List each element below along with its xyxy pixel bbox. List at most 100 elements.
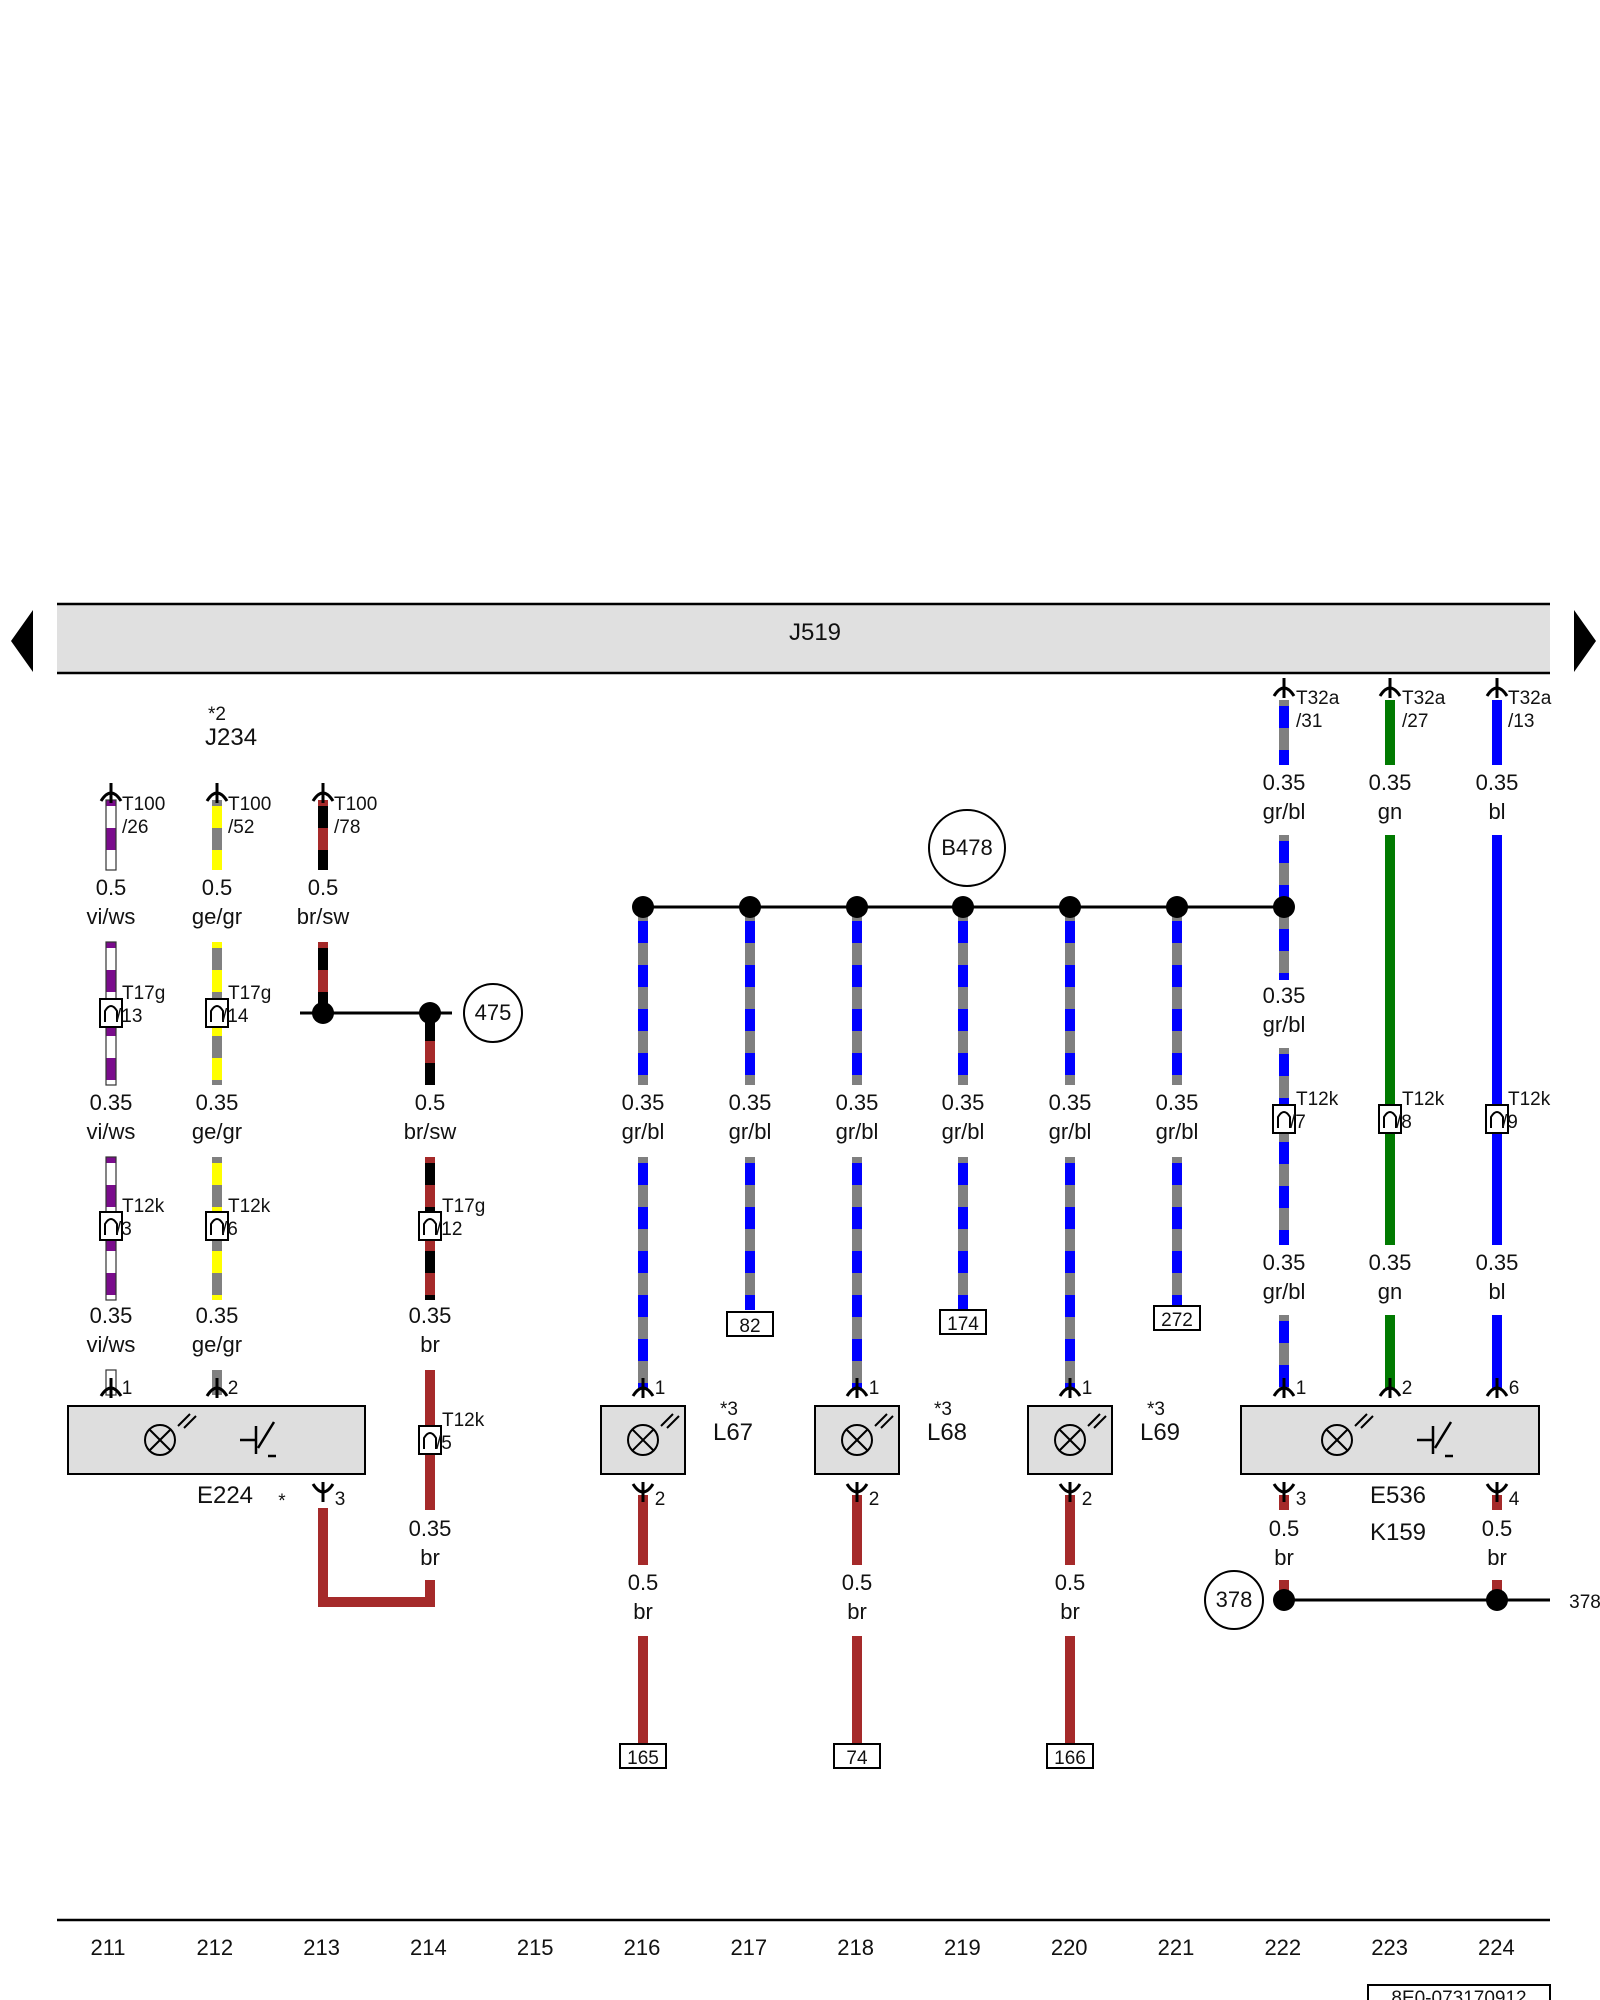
wire-size-w_ge_gr_035a: 0.35 [196,1090,239,1115]
wire-size-w_br_222: 0.5 [1269,1516,1300,1541]
connector-name-t12k_8: T12k [1402,1089,1445,1110]
bus-dot-220 [1059,896,1081,918]
inline-connector-symbol-t17g_14 [210,1005,224,1022]
l69-lamp-bulb [1054,1424,1086,1456]
splice-dot-213 [312,1002,334,1024]
column-number-224: 224 [1478,1935,1515,1960]
column-number-219: 219 [944,1935,981,1960]
splice-dot-222 [1273,1589,1295,1611]
connector-pin-t17g_12: /12 [436,1219,462,1240]
connector-pin-t17g_14: /14 [222,1006,249,1027]
ground-475-label: 475 [475,1000,512,1025]
connector-name-t12k_5: T12k [442,1410,485,1431]
wire-size-w_gn_223c: 0.35 [1369,1250,1412,1275]
column-number-220: 220 [1051,1935,1088,1960]
pin-l68-1: 1 [869,1378,880,1399]
wire-size-w_br_sw_05a: 0.5 [308,875,339,900]
ref-code-box [1367,1984,1551,2000]
l67-lamp-rays [660,1413,680,1429]
connector-name-t32a_31: T32a [1296,688,1340,709]
e536-switch-icon [1417,1421,1453,1458]
connector-pin-t12k_7: /7 [1290,1112,1306,1133]
bus-dot-217 [739,896,761,918]
column-number-217: 217 [730,1935,767,1960]
column-number-211: 211 [90,1935,125,1960]
link-82-label: 82 [739,1316,760,1337]
l69-note: *3 [1147,1399,1165,1420]
connector-name-t12k_9: T12k [1508,1089,1551,1110]
text-layer: J519T100/260.5vi/wsT17g/130.35vi/wsT12k/… [87,619,1600,2000]
e224-lamp-bulb [144,1424,176,1456]
wire-size-w_br_035a: 0.35 [409,1303,452,1328]
wire-size-w_br_sw_05b: 0.5 [415,1090,446,1115]
wire-size-w_br_224: 0.5 [1482,1516,1513,1541]
inline-connector-symbol-t12k_6 [210,1218,224,1235]
l68-label: L68 [927,1419,967,1446]
wire-color-w_vi_ws_05: vi/ws [87,904,136,929]
connector-name-t100_78: T100 [334,794,377,815]
connector-pin-t12k_3: /3 [116,1219,132,1240]
bus-b478-circle [928,809,1006,887]
e224-lamp-rays [177,1413,197,1429]
pin-l69-2: 2 [1082,1489,1093,1510]
wire-size-w_grbl_216: 0.35 [622,1090,665,1115]
wire-size-w_grbl_222b: 0.35 [1263,983,1306,1008]
bus-dot-216 [632,896,654,918]
wire-color-w_grbl_222b: gr/bl [1263,1012,1306,1037]
wire-color-w_br_sw_05a: br/sw [297,904,350,929]
j234-note: *2 [208,704,226,725]
link-165-box [619,1743,667,1769]
l68-lamp-rays [874,1413,894,1429]
link-174-label: 174 [947,1314,979,1335]
connector-pin-t32a_31: /31 [1296,711,1322,732]
wire-color-w_ge_gr_035a: ge/gr [192,1119,242,1144]
wire-size-w_br_216: 0.5 [628,1570,659,1595]
connector-pin-t100_26: /26 [122,817,148,838]
connector-name-t17g_14: T17g [228,983,271,1004]
connector-name-t32a_13: T32a [1508,688,1552,709]
connector-name-t12k_6: T12k [228,1196,271,1217]
e224-label: E224 [197,1482,253,1509]
column-number-214: 214 [410,1935,447,1960]
connector-name-t100_52: T100 [228,794,271,815]
module-label: J519 [789,619,841,646]
connector-pin-t12k_6: /6 [222,1219,238,1240]
connector-pin-t17g_13: /13 [116,1006,142,1027]
link-165-label: 165 [627,1748,659,1769]
bus-dot-221 [1166,896,1188,918]
pin-e536-1: 1 [1296,1378,1307,1399]
wire-color-w_br_220: br [1060,1599,1080,1624]
wire-size-w_ge_gr_05: 0.5 [202,875,233,900]
next-page-ref-378: 378 [1569,1592,1600,1613]
l69-lamp-bulb-x2 [1059,1429,1081,1451]
l67-note: *3 [720,1399,738,1420]
wire-size-w_grbl_218: 0.35 [836,1090,879,1115]
l69-lamp-rays [1087,1413,1107,1429]
wire-color-w_bl_224c: bl [1488,1279,1505,1304]
wire-color-w_vi_ws_035a: vi/ws [87,1119,136,1144]
wire-size-w_grbl_219: 0.35 [942,1090,985,1115]
wire-size-w_gn_223a: 0.35 [1369,770,1412,795]
connector-pin-t12k_9: /9 [1502,1112,1518,1133]
wire-color-w_grbl_219: gr/bl [942,1119,985,1144]
inline-connector-symbol-t12k_5 [423,1432,437,1449]
wire-e224-3-loop [318,1508,435,1607]
e224-lamp-bulb-x2 [149,1429,171,1451]
module-bar [57,604,1550,673]
inline-connector-symbol-t17g_12 [423,1218,437,1235]
wire-size-w_vi_ws_035b: 0.35 [90,1303,133,1328]
splice-dot-224 [1486,1589,1508,1611]
bus-dot-219 [952,896,974,918]
link-174-box [939,1309,987,1335]
column-number-215: 215 [517,1935,554,1960]
wire-color-w_grbl_222a: gr/bl [1263,799,1306,824]
e536-lamp-bulb-x2 [1326,1429,1348,1451]
link-74-label: 74 [846,1748,868,1769]
e224-box [67,1405,366,1475]
e224-star: * [278,1491,286,1512]
wire-color-w_vi_ws_035b: vi/ws [87,1332,136,1357]
wire-color-w_br_035a: br [420,1332,440,1357]
wire-size-w_grbl_222a: 0.35 [1263,770,1306,795]
pin-l67-1: 1 [655,1378,666,1399]
